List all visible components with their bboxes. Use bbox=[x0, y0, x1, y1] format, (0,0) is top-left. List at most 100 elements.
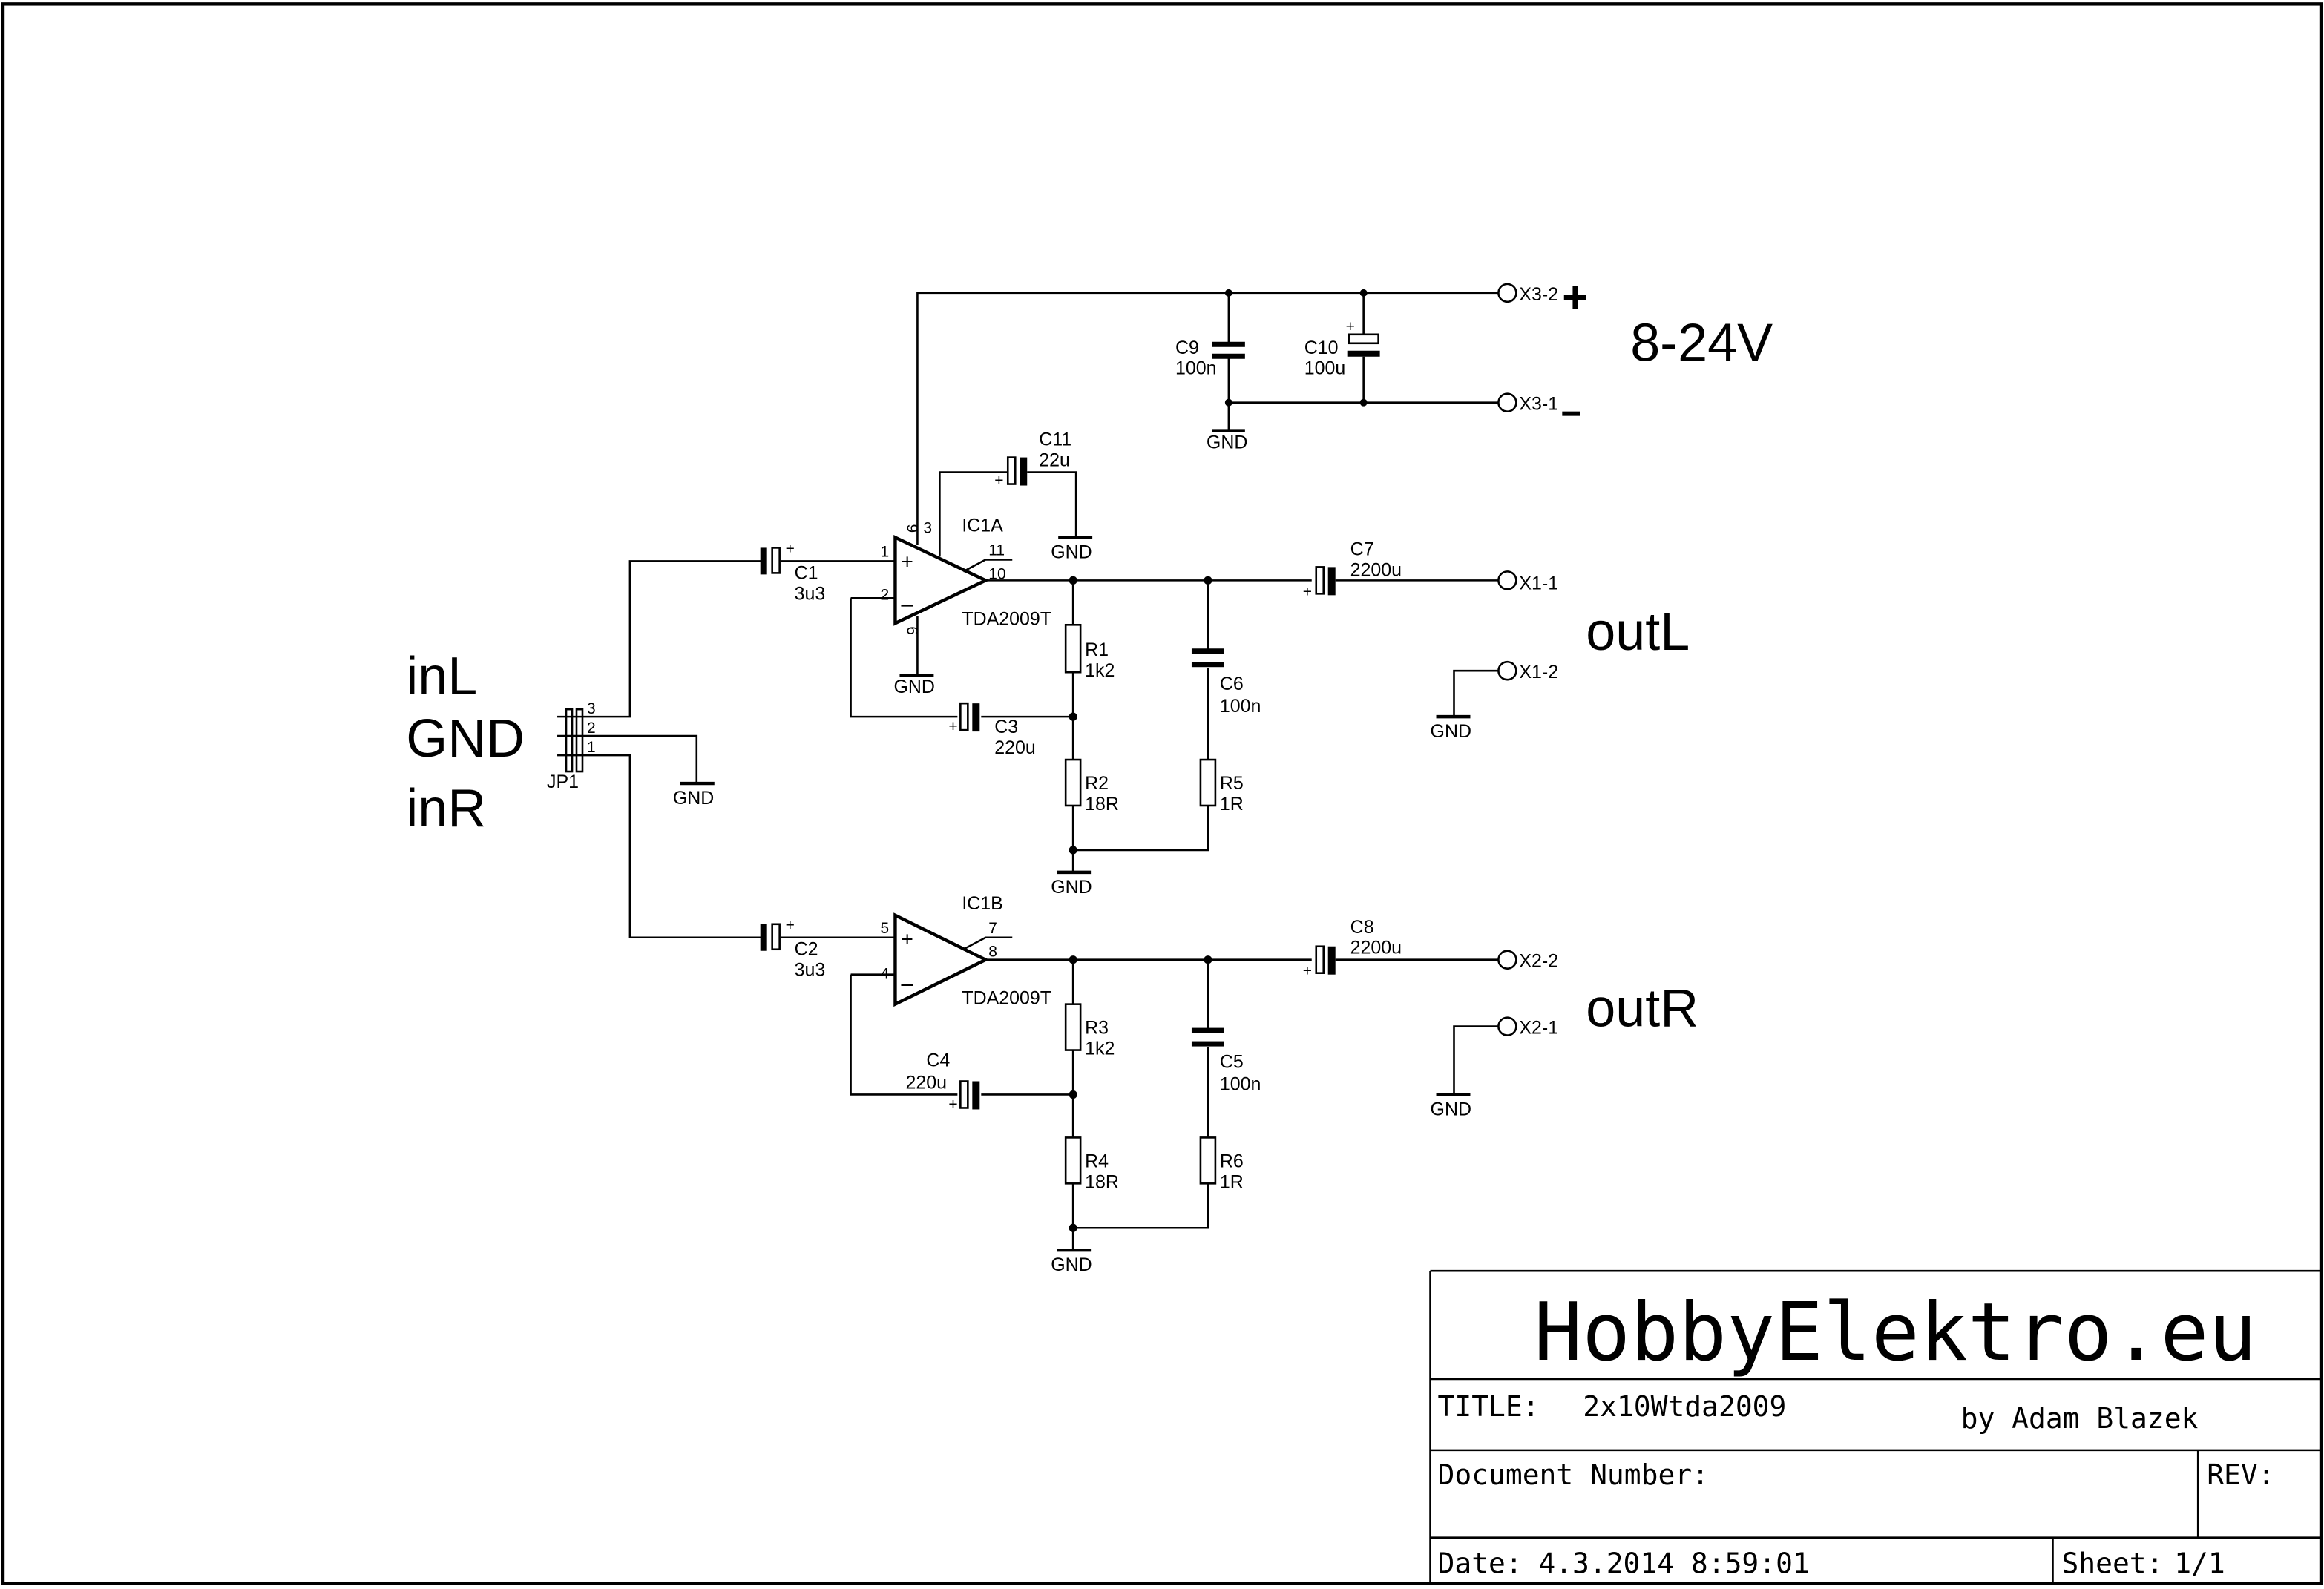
resistor-r3 bbox=[1064, 1003, 1082, 1051]
label-ics-ic1a-pins-vs: 9 bbox=[903, 524, 920, 533]
terminal-x1-2[interactable] bbox=[1497, 660, 1517, 681]
label-parts-r2-name: R2 bbox=[1085, 773, 1109, 794]
label-ics-ic1a-type: TDA2009T bbox=[962, 608, 1051, 629]
terminal-x1-1[interactable] bbox=[1497, 570, 1517, 590]
label-parts-r4-name: R4 bbox=[1085, 1151, 1109, 1171]
label-parts-c10-value: 100u bbox=[1304, 358, 1346, 379]
label-connectors-jp1_pins-2: 1 bbox=[587, 739, 596, 756]
terminal-x2-1[interactable] bbox=[1497, 1016, 1517, 1036]
minus-sign bbox=[1562, 411, 1580, 416]
label-labels-polarity: + bbox=[1303, 583, 1312, 600]
wire bbox=[1335, 579, 1499, 717]
opamp-ic1a bbox=[893, 534, 990, 626]
junction-dot bbox=[1224, 398, 1232, 407]
component-shape bbox=[1212, 341, 1245, 347]
junction-dot bbox=[1204, 576, 1212, 585]
label-parts-c11-name: C11 bbox=[1039, 430, 1071, 450]
label-labels-polarity: + bbox=[1346, 318, 1355, 335]
sheet-number: 1/1 bbox=[2174, 1547, 2225, 1580]
label-parts-c6-value: 100n bbox=[1220, 696, 1261, 717]
component-shape bbox=[1006, 456, 1017, 485]
label-labels-gnd: GND bbox=[1207, 432, 1247, 453]
component-shape bbox=[760, 924, 767, 951]
component-shape bbox=[1315, 566, 1325, 595]
label-ics-ic1b-pins-bootstrap: 7 bbox=[988, 920, 997, 937]
label-title_block-title_label: TITLE: bbox=[1438, 1390, 1540, 1423]
label-parts-r4-value: 18R bbox=[1085, 1171, 1119, 1192]
label-labels-jp1: JP1 bbox=[547, 772, 579, 792]
wire: + bbox=[901, 550, 913, 573]
label-parts-r5-name: R5 bbox=[1220, 773, 1244, 794]
wire: + bbox=[901, 928, 913, 951]
label-parts-c8-name: C8 bbox=[1350, 917, 1374, 938]
junction-dot bbox=[1069, 955, 1077, 964]
label-labels-polarity: + bbox=[786, 917, 795, 934]
label-parts-r2-value: 18R bbox=[1085, 794, 1119, 815]
label-connectors-x1_2: X1-2 bbox=[1519, 662, 1558, 682]
label-parts-c6-name: C6 bbox=[1220, 674, 1244, 694]
label-title_block-date_label: Date: bbox=[1438, 1547, 1523, 1580]
label-connectors-x3_2: X3-2 bbox=[1519, 284, 1558, 305]
label-ics-ic1a-pins-in_minus: 2 bbox=[880, 586, 889, 603]
title-block: HobbyElektro.eu TITLE: 2x10Wtda2009 by A… bbox=[1429, 1269, 2322, 1584]
label-parts-c7-value: 2200u bbox=[1350, 559, 1402, 580]
label-parts-r5-value: 1R bbox=[1220, 794, 1244, 815]
label-parts-c8-value: 2200u bbox=[1350, 938, 1402, 958]
label-ics-ic1b-pins-in_plus: 5 bbox=[880, 920, 889, 937]
component-shape bbox=[1327, 946, 1336, 975]
label-labels-polarity: + bbox=[994, 473, 1003, 490]
component-shape bbox=[771, 923, 781, 951]
label-ics-ic1a-pins-bootstrap: 11 bbox=[988, 542, 1005, 559]
label-parts-r3-name: R3 bbox=[1085, 1018, 1109, 1039]
wire bbox=[962, 936, 1312, 961]
component-shape bbox=[1347, 350, 1380, 357]
terminal-x2-2[interactable] bbox=[1497, 950, 1517, 970]
junction-dot bbox=[1359, 289, 1368, 297]
label-ics-ic1a-pins-svr: 3 bbox=[923, 519, 932, 536]
resistor-r1 bbox=[1064, 623, 1082, 674]
label-title_block-rev_label: REV: bbox=[2207, 1458, 2274, 1491]
label-parts-c1-value: 3u3 bbox=[795, 583, 826, 604]
component-shape bbox=[575, 708, 584, 773]
label-gnd-input: GND bbox=[406, 709, 525, 769]
label-inL: inL bbox=[406, 647, 477, 706]
label-parts-c7-name: C7 bbox=[1350, 539, 1374, 559]
component-shape bbox=[972, 1081, 980, 1110]
component-shape bbox=[1191, 662, 1224, 668]
label-parts-r6-value: 1R bbox=[1220, 1171, 1244, 1192]
label-parts-c5-name: C5 bbox=[1220, 1052, 1244, 1073]
label-parts-c4-name: C4 bbox=[926, 1050, 950, 1071]
label-parts-c3-value: 220u bbox=[994, 737, 1036, 758]
component-shape bbox=[1020, 457, 1028, 486]
label-ics-ic1a-pins-in_plus: 1 bbox=[880, 543, 889, 560]
junction-dot bbox=[1204, 955, 1212, 964]
component-shape bbox=[959, 1080, 969, 1109]
label-parts-r3-value: 1k2 bbox=[1085, 1039, 1115, 1059]
date: 4.3.2014 8:59:01 bbox=[1538, 1547, 1809, 1580]
wire bbox=[557, 560, 764, 939]
opamp-ic1b bbox=[893, 912, 990, 1007]
label-labels-gnd: GND bbox=[1051, 1254, 1092, 1275]
resistor-r2 bbox=[1064, 758, 1082, 807]
label-labels-polarity: + bbox=[1303, 963, 1312, 980]
label-outL: outL bbox=[1586, 602, 1690, 662]
component-shape bbox=[1315, 945, 1325, 974]
label-parts-c1-name: C1 bbox=[795, 562, 818, 583]
component-shape bbox=[771, 547, 781, 574]
label-connectors-x2_1: X2-1 bbox=[1519, 1018, 1558, 1039]
resistor-r6 bbox=[1199, 1136, 1217, 1185]
terminal-x3-2[interactable] bbox=[1497, 283, 1517, 303]
label-title_block-sheet_label: Sheet: bbox=[2061, 1547, 2163, 1580]
wire bbox=[1429, 1269, 2322, 1584]
label-parts-c2-value: 3u3 bbox=[795, 960, 826, 981]
label-parts-c10-name: C10 bbox=[1304, 338, 1339, 358]
label-connectors-x1_1: X1-1 bbox=[1519, 573, 1558, 593]
author: by Adam Blazek bbox=[1961, 1402, 2199, 1435]
terminal-x3-1[interactable] bbox=[1497, 392, 1517, 412]
component-shape bbox=[565, 708, 574, 773]
label-inR: inR bbox=[406, 779, 486, 838]
